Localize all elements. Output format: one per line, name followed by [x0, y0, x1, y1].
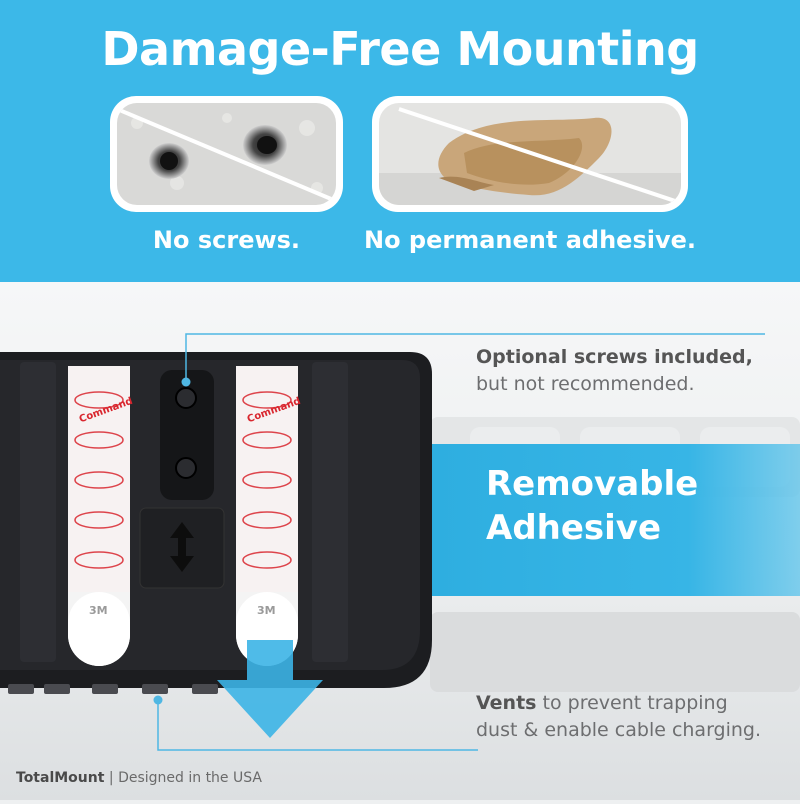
- vents-callout-line1: Vents to prevent trapping: [476, 692, 728, 714]
- footer: TotalMount | Designed in the USA: [16, 770, 262, 786]
- screws-callout: Optional screws included, but not recomm…: [476, 344, 786, 398]
- no-adhesive-caption: No permanent adhesive.: [364, 226, 696, 254]
- footer-separator: |: [108, 770, 114, 786]
- no-screws-photo-card: [110, 96, 343, 212]
- down-arrow-icon: [215, 640, 325, 740]
- vents-callout: Vents to prevent trapping dust & enable …: [476, 690, 796, 744]
- strip-tab-left-label: 3M: [89, 604, 108, 617]
- removable-adhesive-label: Removable Adhesive: [486, 462, 698, 550]
- strip-tab-right-label: 3M: [257, 604, 276, 617]
- removable-line2: Adhesive: [486, 508, 662, 548]
- wall-holes-image: [117, 103, 336, 205]
- removable-adhesive-band: [428, 444, 800, 596]
- adhesive-residue-image: [379, 103, 681, 205]
- screws-callout-line1: Optional screws included,: [476, 346, 753, 368]
- footer-brand: TotalMount: [16, 770, 105, 786]
- footer-tagline: Designed in the USA: [118, 770, 262, 786]
- no-screws-caption: No screws.: [152, 226, 301, 254]
- mount-product: [0, 340, 440, 710]
- double-arrow-icon: [170, 522, 194, 572]
- screws-callout-line2: but not recommended.: [476, 373, 695, 395]
- vents-callout-line2: dust & enable cable charging.: [476, 719, 762, 741]
- headline: Damage-Free Mounting: [101, 22, 699, 76]
- no-adhesive-photo-card: [372, 96, 688, 212]
- removable-line1: Removable: [486, 464, 699, 504]
